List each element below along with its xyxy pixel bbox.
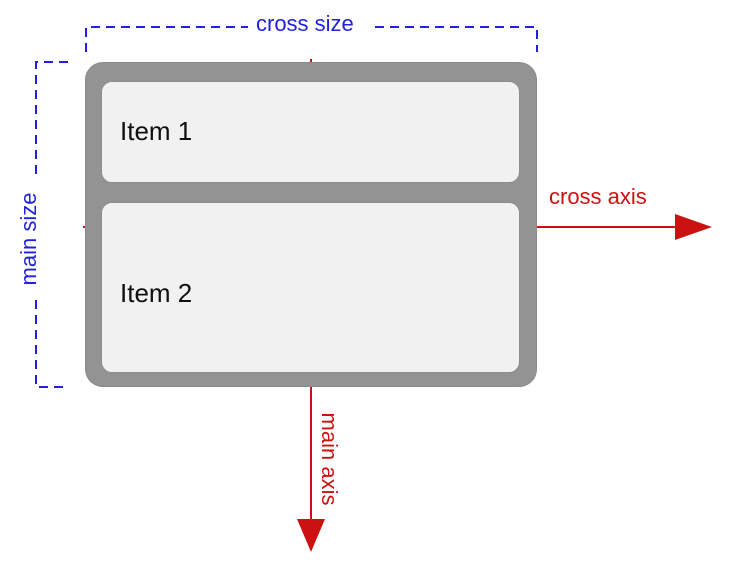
- flex-item-1: Item 1: [101, 81, 520, 183]
- flex-item-1-label: Item 1: [120, 116, 193, 146]
- flex-item-2-label: Item 2: [120, 278, 193, 308]
- cross-size-bracket: [85, 26, 538, 52]
- main-axis-label: main axis: [317, 412, 342, 506]
- cross-size-label: cross size: [256, 11, 354, 36]
- flex-item-2: Item 2: [101, 202, 520, 373]
- main-size-label: main size: [16, 192, 41, 286]
- cross-axis-label: cross axis: [549, 184, 647, 209]
- main-size-bracket: [35, 61, 68, 388]
- flex-container: Item 1 Item 2: [85, 62, 537, 387]
